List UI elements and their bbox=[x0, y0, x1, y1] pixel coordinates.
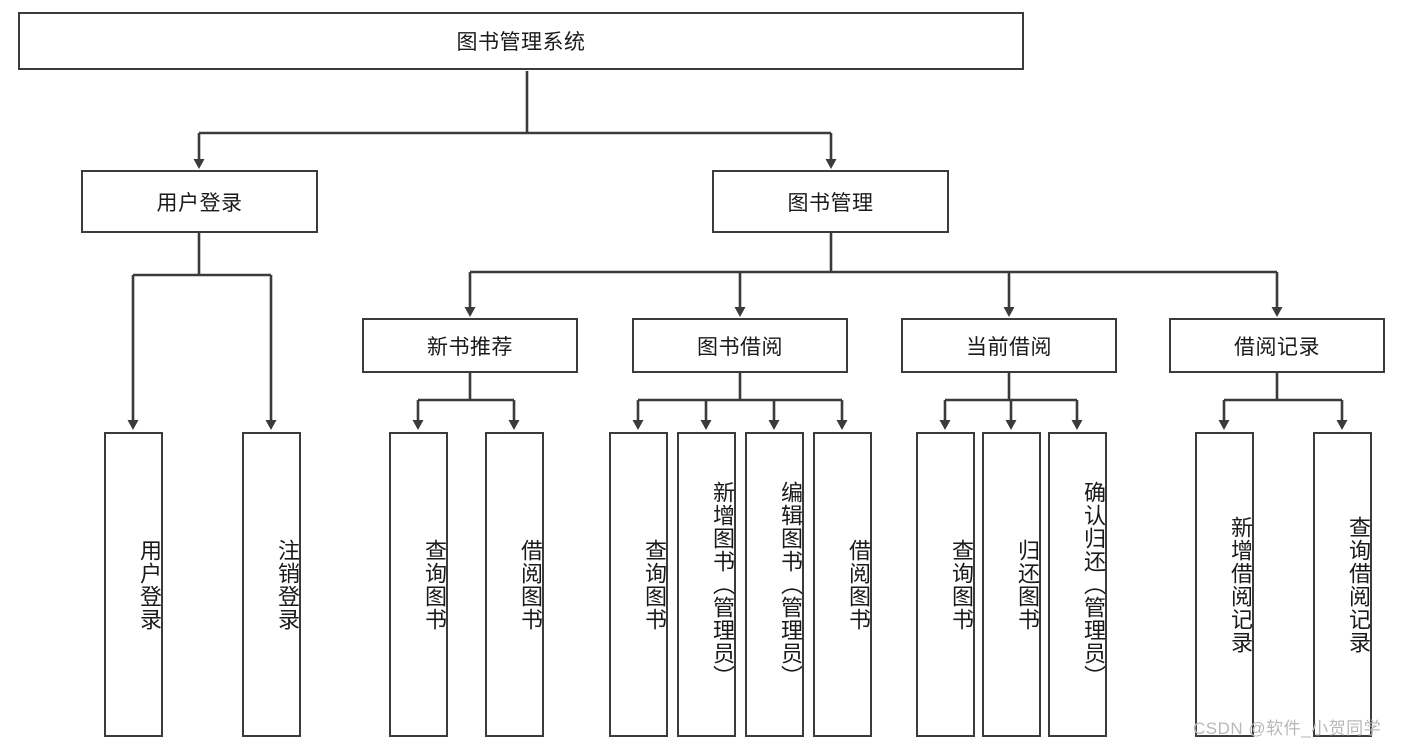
node-book-borrow-label: 图书借阅 bbox=[697, 335, 783, 359]
node-leaf-borrow-book-2[interactable]: 借阅图书 bbox=[813, 432, 872, 737]
node-borrow-record-label: 借阅记录 bbox=[1234, 335, 1320, 359]
node-leaf-return-book[interactable]: 归还图书 bbox=[982, 432, 1041, 737]
node-leaf-borrow-book-2-label: 借阅图书 bbox=[846, 538, 871, 631]
node-leaf-user-logout[interactable]: 注销登录 bbox=[242, 432, 301, 737]
node-book-management-label: 图书管理 bbox=[787, 191, 874, 215]
node-leaf-add-book-label: 新增图书（管理员） bbox=[710, 481, 735, 688]
watermark-text: CSDN @软件_小贺同学 bbox=[1193, 719, 1382, 738]
node-leaf-query-book-3[interactable]: 查询图书 bbox=[916, 432, 975, 737]
node-leaf-user-login-label: 用户登录 bbox=[137, 538, 162, 631]
node-root[interactable]: 图书管理系统 bbox=[18, 12, 1024, 70]
node-leaf-borrow-book-1-label: 借阅图书 bbox=[518, 538, 543, 631]
node-leaf-query-book-2[interactable]: 查询图书 bbox=[609, 432, 668, 737]
node-leaf-user-login[interactable]: 用户登录 bbox=[104, 432, 163, 737]
node-leaf-query-book-2-label: 查询图书 bbox=[642, 538, 667, 631]
node-leaf-add-record[interactable]: 新增借阅记录 bbox=[1195, 432, 1254, 737]
node-leaf-add-book[interactable]: 新增图书（管理员） bbox=[677, 432, 736, 737]
node-user-login[interactable]: 用户登录 bbox=[81, 170, 318, 233]
node-leaf-user-logout-label: 注销登录 bbox=[275, 538, 300, 631]
node-book-management[interactable]: 图书管理 bbox=[712, 170, 949, 233]
node-borrow-record[interactable]: 借阅记录 bbox=[1169, 318, 1385, 373]
node-leaf-query-book-1-label: 查询图书 bbox=[422, 538, 447, 631]
node-leaf-query-book-1[interactable]: 查询图书 bbox=[389, 432, 448, 737]
node-leaf-borrow-book-1[interactable]: 借阅图书 bbox=[485, 432, 544, 737]
node-leaf-query-book-3-label: 查询图书 bbox=[949, 538, 974, 631]
node-leaf-query-record-label: 查询借阅记录 bbox=[1346, 515, 1371, 654]
node-leaf-edit-book-label: 编辑图书（管理员） bbox=[778, 481, 803, 688]
node-new-book-recommend[interactable]: 新书推荐 bbox=[362, 318, 578, 373]
node-leaf-query-record[interactable]: 查询借阅记录 bbox=[1313, 432, 1372, 737]
node-root-label: 图书管理系统 bbox=[456, 31, 586, 54]
node-user-login-label: 用户登录 bbox=[156, 191, 243, 215]
node-book-borrow[interactable]: 图书借阅 bbox=[632, 318, 848, 373]
node-leaf-return-book-label: 归还图书 bbox=[1015, 538, 1040, 631]
node-leaf-edit-book[interactable]: 编辑图书（管理员） bbox=[745, 432, 804, 737]
node-current-borrow[interactable]: 当前借阅 bbox=[901, 318, 1117, 373]
edges bbox=[127, 71, 1348, 430]
node-leaf-add-record-label: 新增借阅记录 bbox=[1228, 515, 1253, 654]
node-leaf-confirm-return[interactable]: 确认归还（管理员） bbox=[1048, 432, 1107, 737]
node-current-borrow-label: 当前借阅 bbox=[966, 335, 1052, 359]
node-leaf-confirm-return-label: 确认归还（管理员） bbox=[1081, 481, 1106, 688]
node-new-book-recommend-label: 新书推荐 bbox=[427, 335, 513, 359]
